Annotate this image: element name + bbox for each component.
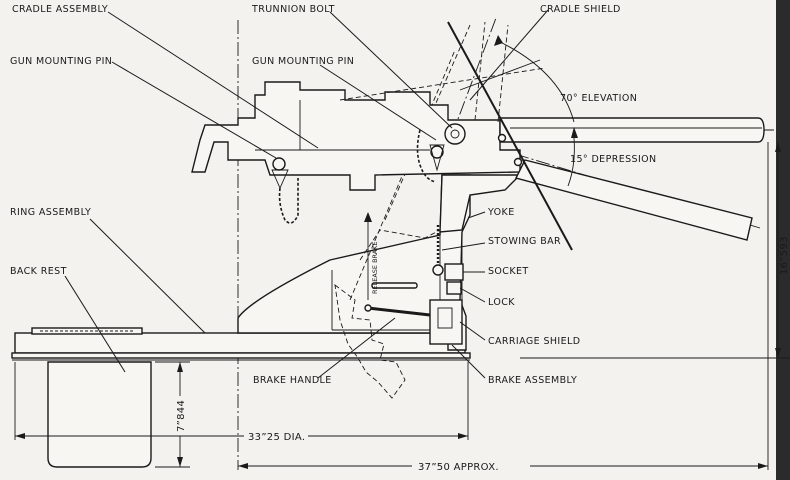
barrel-horizontal <box>499 117 765 143</box>
socket-knob <box>432 264 444 276</box>
cradle-shield <box>447 21 573 251</box>
yoke <box>439 174 522 233</box>
label-carriage-shield: CARRIAGE SHIELD <box>488 336 580 347</box>
release-brake-label: RELEASE BRAKE <box>371 241 379 294</box>
label-brake-handle: BRAKE HANDLE <box>253 375 332 386</box>
trunnion-bolt <box>444 123 466 145</box>
label-lock: LOCK <box>488 297 515 308</box>
pin-chain-left <box>278 178 299 224</box>
label-stowing-bar: STOWING BAR <box>488 236 561 247</box>
label-gun-mounting-pin-left: GUN MOUNTING PIN <box>10 56 112 67</box>
carriage-shield-plate <box>429 299 463 345</box>
dim-height-left: 7”844 <box>176 400 187 432</box>
gun-mounting-pin-left <box>272 157 286 171</box>
dim-ring-diameter: 33”25 DIA. <box>248 432 305 443</box>
dimension-lines <box>14 142 790 470</box>
barrel-depressed <box>514 159 753 241</box>
page-edge <box>776 0 790 480</box>
gun-mounting-pin-right <box>430 145 444 159</box>
label-gun-mounting-pin-right: GUN MOUNTING PIN <box>252 56 354 67</box>
label-ring-assembly: RING ASSEMBLY <box>10 207 91 218</box>
socket <box>444 263 464 281</box>
label-cradle-assembly: CRADLE ASSEMBLY <box>12 4 108 15</box>
dim-height-right: 16”593 <box>779 236 790 275</box>
depression-arc <box>567 137 575 187</box>
ring-base <box>11 327 471 361</box>
leader-lines <box>64 9 549 379</box>
hidden-stowed-outline <box>334 283 406 399</box>
label-elevation: 70° ELEVATION <box>560 93 637 104</box>
label-back-rest: BACK REST <box>10 266 67 277</box>
label-trunnion-bolt: TRUNNION BOLT <box>251 4 335 15</box>
back-rest <box>47 361 152 468</box>
label-cradle-shield: CRADLE SHIELD <box>540 4 621 15</box>
lock <box>446 281 462 295</box>
carriage-body <box>237 174 471 351</box>
pin-chain-right <box>416 129 437 183</box>
brake-slot <box>371 282 418 289</box>
dim-overall-length: 37”50 APPROX. <box>418 462 499 473</box>
label-depression: 15° DEPRESSION <box>570 154 657 165</box>
label-brake-assembly: BRAKE ASSEMBLY <box>488 375 577 386</box>
label-yoke: YOKE <box>487 207 515 218</box>
elevation-arc <box>495 39 575 123</box>
label-socket: SOCKET <box>488 266 529 277</box>
brake-handle <box>367 306 431 317</box>
elevation-axis-line <box>451 17 497 136</box>
